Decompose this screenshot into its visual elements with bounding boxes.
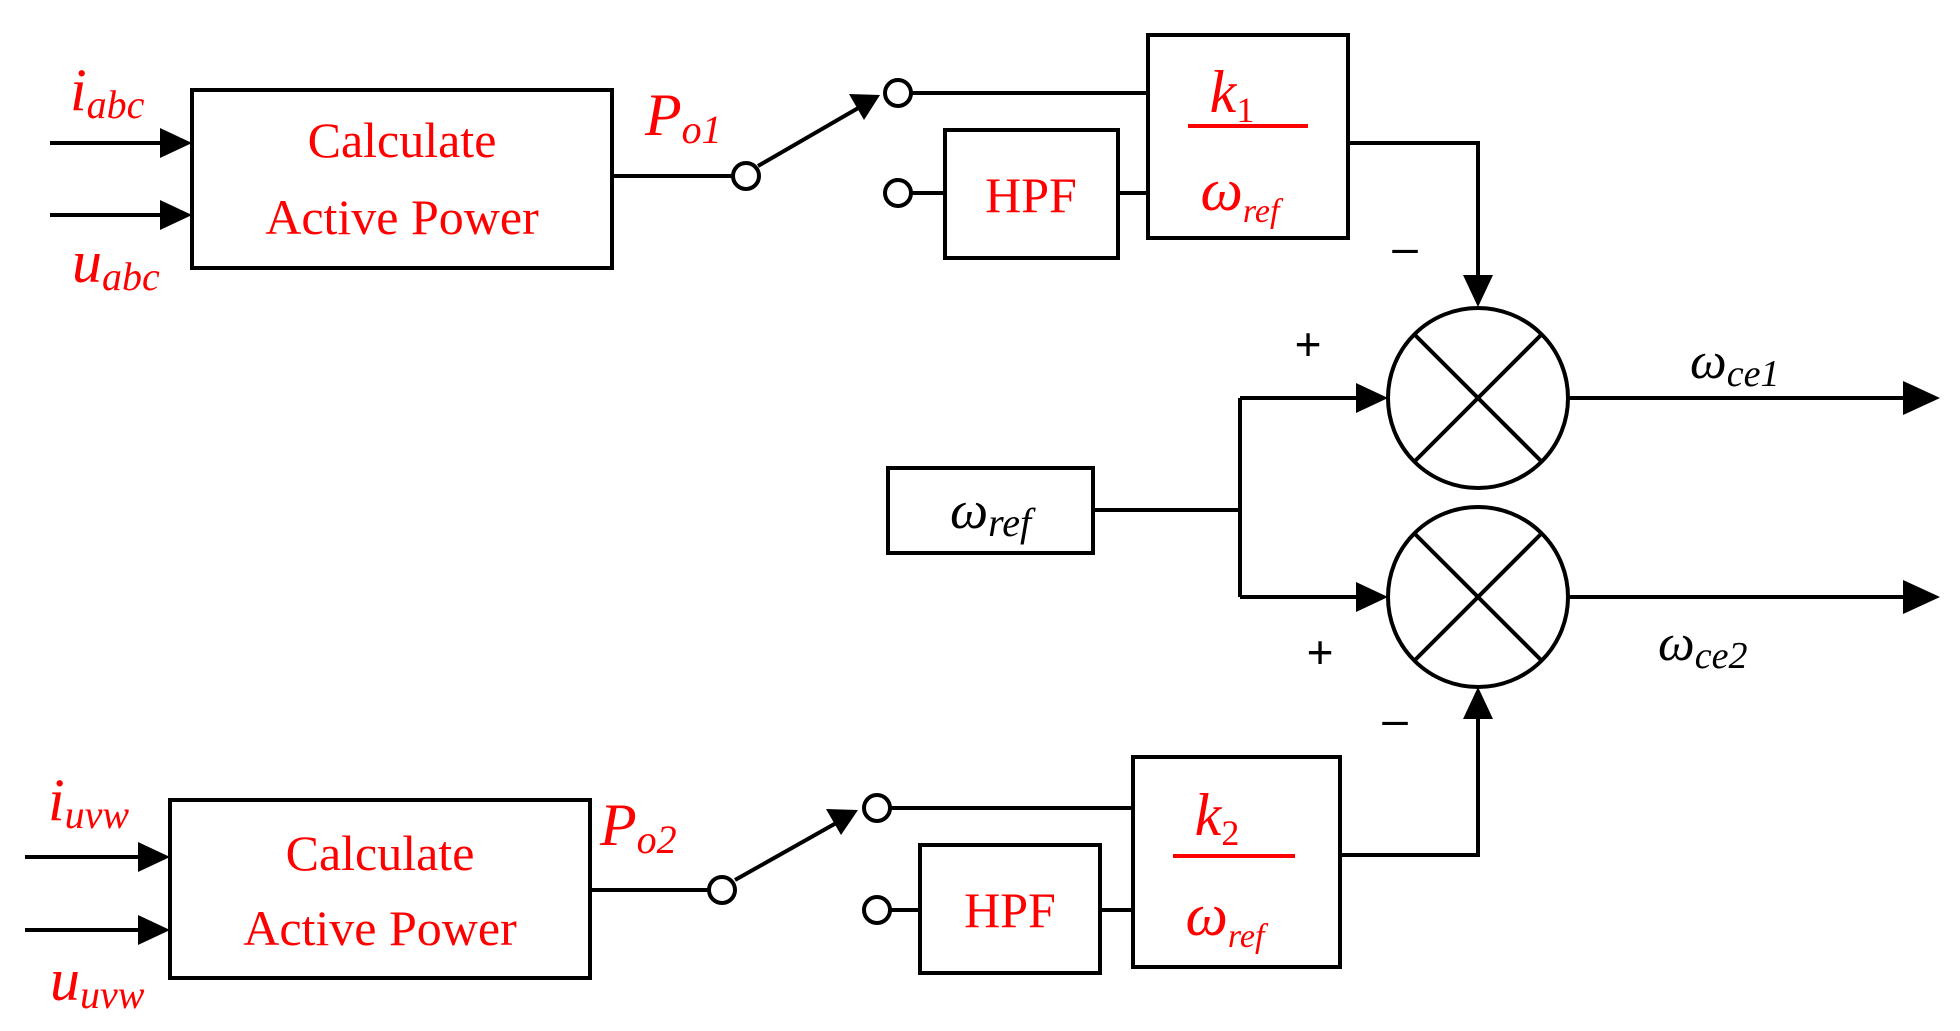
- upper-switch-common-node: [731, 161, 761, 191]
- lower-feedback-line: [1340, 715, 1480, 857]
- lower-switch-common-node: [707, 875, 737, 905]
- lower-summing-cross-b: [1412, 531, 1544, 663]
- upper-output-label: ωce1: [1690, 333, 1779, 395]
- upper-gain-denominator: ωref: [1201, 157, 1284, 230]
- lower-switch-arrowhead: [826, 809, 858, 835]
- upper-hpf-label: HPF: [985, 167, 1077, 223]
- upper-output-arrowhead: [1903, 381, 1940, 415]
- lower-calculate-line2: Active Power: [243, 900, 517, 956]
- upper-plus-sign: +: [1295, 318, 1322, 370]
- upper-switch-hpf-node: [883, 178, 913, 208]
- lower-hpf-label: HPF: [964, 882, 1056, 938]
- lower-path: + ωce2 – k2 ωref HPF Po2 Calculate Activ…: [25, 505, 1940, 1017]
- lower-voltage-label: uuvw: [50, 947, 145, 1017]
- lower-calculate-line1: Calculate: [286, 825, 475, 881]
- upper-current-input-arrowhead: [160, 128, 192, 158]
- reference-section: ωref: [886, 383, 1388, 612]
- lower-voltage-input-arrowhead: [138, 915, 170, 945]
- reference-label: ωref: [950, 480, 1036, 545]
- upper-voltage-input-arrowhead: [160, 200, 192, 230]
- upper-current-label: iabc: [70, 57, 145, 127]
- reference-to-upper-arrowhead: [1356, 383, 1388, 413]
- upper-path: iabc uabc Calculate Active Power Po1 HPF…: [50, 33, 1940, 490]
- lower-power-label: Po2: [599, 792, 677, 862]
- reference-to-lower-arrowhead: [1356, 582, 1388, 612]
- lower-calculate-power-block: [168, 798, 592, 980]
- lower-switch-arm: [734, 820, 839, 882]
- upper-switch-arm: [756, 105, 862, 168]
- upper-switch-arrowhead: [849, 94, 880, 120]
- upper-power-label: Po1: [644, 82, 722, 152]
- lower-gain-denominator: ωref: [1186, 882, 1269, 955]
- reference-block: [886, 466, 1095, 555]
- upper-switch-direct-node: [883, 78, 913, 108]
- lower-gain-numerator: k2: [1195, 782, 1240, 853]
- upper-feedback-line: [1348, 141, 1480, 280]
- lower-switch-direct-node: [862, 793, 892, 823]
- upper-summing-cross-b: [1412, 332, 1544, 464]
- lower-plus-sign: +: [1307, 626, 1334, 678]
- upper-feedback-arrowhead: [1463, 275, 1493, 307]
- lower-output-label: ωce2: [1658, 615, 1747, 677]
- lower-current-input-arrowhead: [138, 842, 170, 872]
- upper-calculate-line1: Calculate: [308, 112, 497, 168]
- upper-minus-sign: –: [1392, 221, 1418, 273]
- lower-feedback-arrowhead: [1463, 687, 1493, 719]
- upper-gain-block: [1146, 33, 1350, 240]
- upper-gain-numerator: k1: [1210, 59, 1255, 130]
- upper-calculate-power-block: [190, 88, 614, 270]
- upper-voltage-label: uabc: [72, 229, 160, 299]
- upper-calculate-line2: Active Power: [265, 189, 539, 245]
- lower-output-arrowhead: [1903, 580, 1940, 614]
- lower-current-label: iuvw: [48, 767, 129, 837]
- lower-hpf-block: [918, 843, 1102, 975]
- lower-switch-hpf-node: [862, 895, 892, 925]
- lower-gain-block: [1131, 755, 1342, 969]
- lower-minus-sign: –: [1382, 693, 1408, 745]
